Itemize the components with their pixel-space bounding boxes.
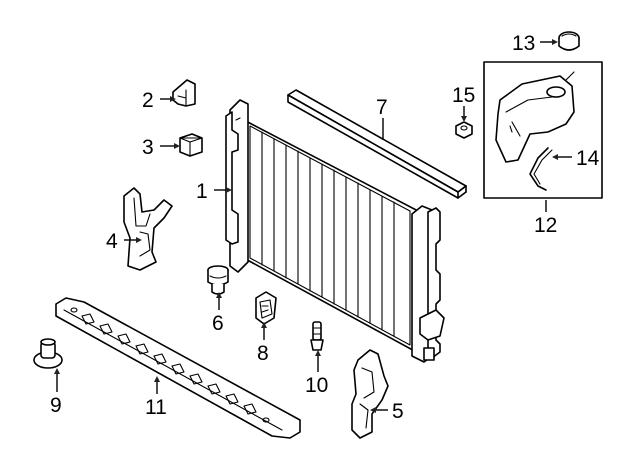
callout-1: 1 xyxy=(196,180,208,203)
callout-11: 11 xyxy=(145,396,167,419)
drain-plug-part[interactable] xyxy=(310,321,324,351)
callout-2: 2 xyxy=(142,89,154,112)
lower-insulator-part[interactable] xyxy=(207,265,229,295)
callout-labels: 1 2 3 4 5 6 7 8 9 10 11 12 13 14 15 xyxy=(50,32,600,423)
callout-13: 13 xyxy=(512,32,535,55)
callout-7: 7 xyxy=(376,96,388,119)
callout-12: 12 xyxy=(534,214,557,237)
callout-3: 3 xyxy=(142,136,154,159)
callout-6: 6 xyxy=(212,312,224,335)
left-side-deflector-part[interactable] xyxy=(123,187,173,271)
callout-4: 4 xyxy=(106,230,118,253)
bracket-clip-part[interactable] xyxy=(172,79,196,107)
nut-part[interactable] xyxy=(455,121,473,139)
radiator-part[interactable] xyxy=(225,99,445,363)
callout-9: 9 xyxy=(50,394,62,417)
reservoir-assembly-box[interactable] xyxy=(483,61,603,199)
callout-15: 15 xyxy=(452,84,475,107)
cushion-pad-part[interactable] xyxy=(179,133,203,157)
push-pin-retainer-part[interactable] xyxy=(33,338,63,369)
callout-10: 10 xyxy=(305,374,328,397)
callout-8: 8 xyxy=(257,342,269,365)
callout-14: 14 xyxy=(576,147,600,170)
leader-lines xyxy=(54,39,572,413)
lower-air-deflector-part[interactable] xyxy=(55,297,301,439)
right-side-deflector-part[interactable] xyxy=(351,349,389,439)
callout-5: 5 xyxy=(392,400,404,423)
upper-seal-part[interactable] xyxy=(287,89,467,199)
upper-insulator-part[interactable] xyxy=(255,291,277,325)
reservoir-cap-part[interactable] xyxy=(558,31,580,51)
